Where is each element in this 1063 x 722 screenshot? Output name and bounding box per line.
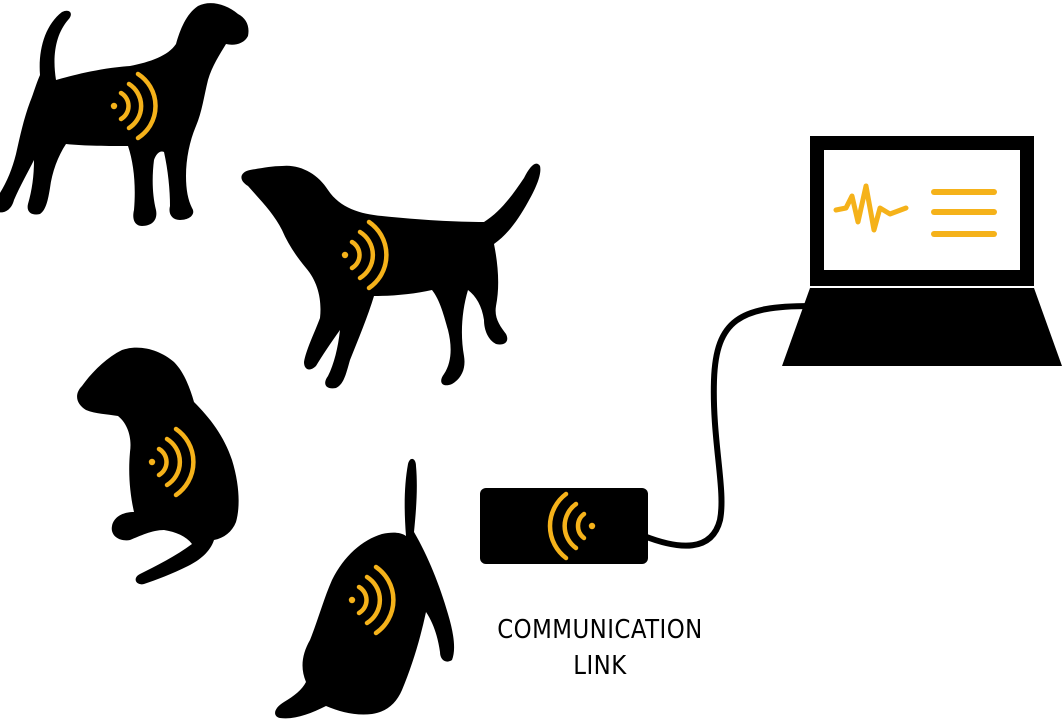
receiver-box (480, 488, 648, 564)
wireless-signal-icon (348, 564, 396, 636)
dog-sniffing-bottom (275, 458, 455, 719)
dog-standing-top-left (0, 3, 249, 226)
laptop-computer (782, 136, 1062, 366)
wireless-signal-icon (110, 71, 158, 141)
wireless-signal-icon (341, 219, 389, 291)
wireless-receiver-icon (547, 491, 596, 561)
caption-line-1: COMMUNICATION (497, 615, 703, 645)
heartbeat-waveform-icon (833, 183, 909, 233)
text-lines-icon (931, 189, 997, 237)
communication-cable (641, 303, 813, 549)
dog-standing-middle (241, 163, 541, 389)
caption-line-2: LINK (573, 651, 627, 681)
wireless-signal-icon (148, 426, 196, 498)
laptop-base (782, 288, 1062, 366)
dog-sitting-left (77, 347, 239, 585)
communication-link-label: COMMUNICATION LINK (486, 612, 715, 684)
